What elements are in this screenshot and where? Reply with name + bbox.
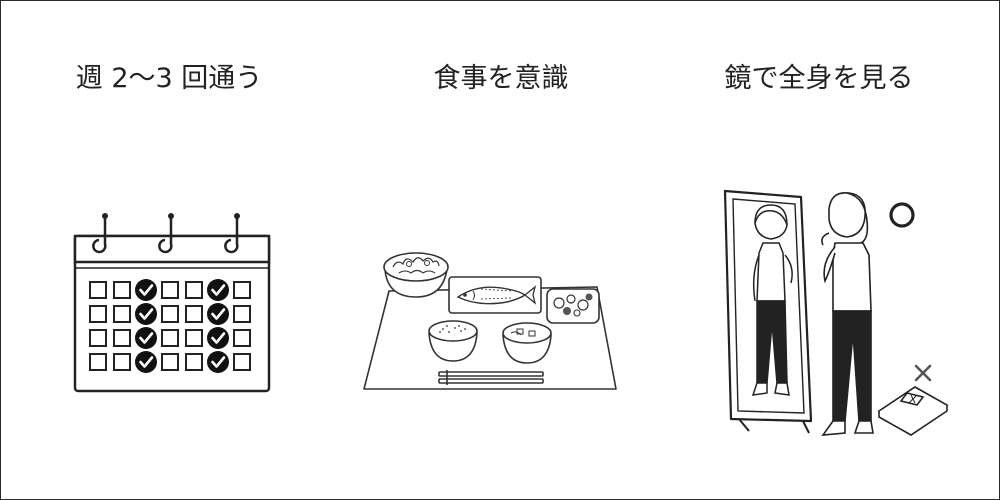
miso-soup-bowl-icon xyxy=(502,322,552,364)
svg-text:○: ○ xyxy=(902,218,903,220)
good-mark-icon: ○ xyxy=(889,202,915,228)
side-dish-bowl-icon xyxy=(546,288,600,324)
calendar-day-checked xyxy=(135,327,157,349)
check-icon xyxy=(139,332,154,344)
calendar-day-box xyxy=(233,329,251,347)
calendar-day-checked xyxy=(207,327,229,349)
salad-bowl-icon xyxy=(383,252,449,298)
check-icon xyxy=(211,308,226,320)
chopsticks-icon xyxy=(438,370,544,385)
calendar-day-box xyxy=(161,305,179,323)
calendar-day-box xyxy=(161,353,179,371)
check-icon xyxy=(139,356,154,368)
calendar-day-checked xyxy=(207,351,229,373)
caption-mirror: 鏡で全身を見る xyxy=(724,63,914,94)
calendar-day-box xyxy=(113,353,131,371)
rice-bowl-icon xyxy=(428,320,478,362)
meal-tray-icon xyxy=(363,252,617,390)
caption-diet: 食事を意識 xyxy=(433,63,569,94)
calendar-day-box xyxy=(233,305,251,323)
calendar-rings xyxy=(92,216,239,254)
calendar-day-box xyxy=(185,281,203,299)
calendar-day-box xyxy=(89,329,107,347)
calendar-day-box xyxy=(161,281,179,299)
person-figure xyxy=(821,192,874,436)
calendar-day-box xyxy=(113,305,131,323)
check-icon xyxy=(211,284,226,296)
caption-gym-frequency: 週 2〜3 回通う xyxy=(75,63,263,94)
calendar-day-box xyxy=(113,329,131,347)
calendar-day-box xyxy=(185,305,203,323)
grilled-fish-plate-icon xyxy=(448,276,542,314)
calendar-day-checked xyxy=(135,303,157,325)
check-icon xyxy=(211,332,226,344)
calendar-day-checked xyxy=(207,279,229,301)
calendar-day-box xyxy=(233,353,251,371)
check-icon xyxy=(139,284,154,296)
calendar-day-checked xyxy=(135,279,157,301)
calendar-day-grid xyxy=(89,279,251,373)
mirror-check-icon: ○ × xyxy=(723,189,949,436)
check-icon xyxy=(139,308,154,320)
calendar-day-box xyxy=(233,281,251,299)
bathroom-scale-icon xyxy=(877,386,949,436)
calendar-day-box xyxy=(185,329,203,347)
mirror-reflection-figure xyxy=(751,204,793,396)
calendar-day-box xyxy=(161,329,179,347)
calendar-day-box xyxy=(89,305,107,323)
calendar-day-checked xyxy=(135,351,157,373)
bad-mark-icon: × xyxy=(914,364,932,382)
calendar-day-box xyxy=(89,353,107,371)
check-icon xyxy=(211,356,226,368)
calendar-day-box xyxy=(89,281,107,299)
calendar-day-box xyxy=(185,353,203,371)
calendar-icon xyxy=(73,213,271,393)
calendar-day-checked xyxy=(207,303,229,325)
calendar-day-box xyxy=(113,281,131,299)
